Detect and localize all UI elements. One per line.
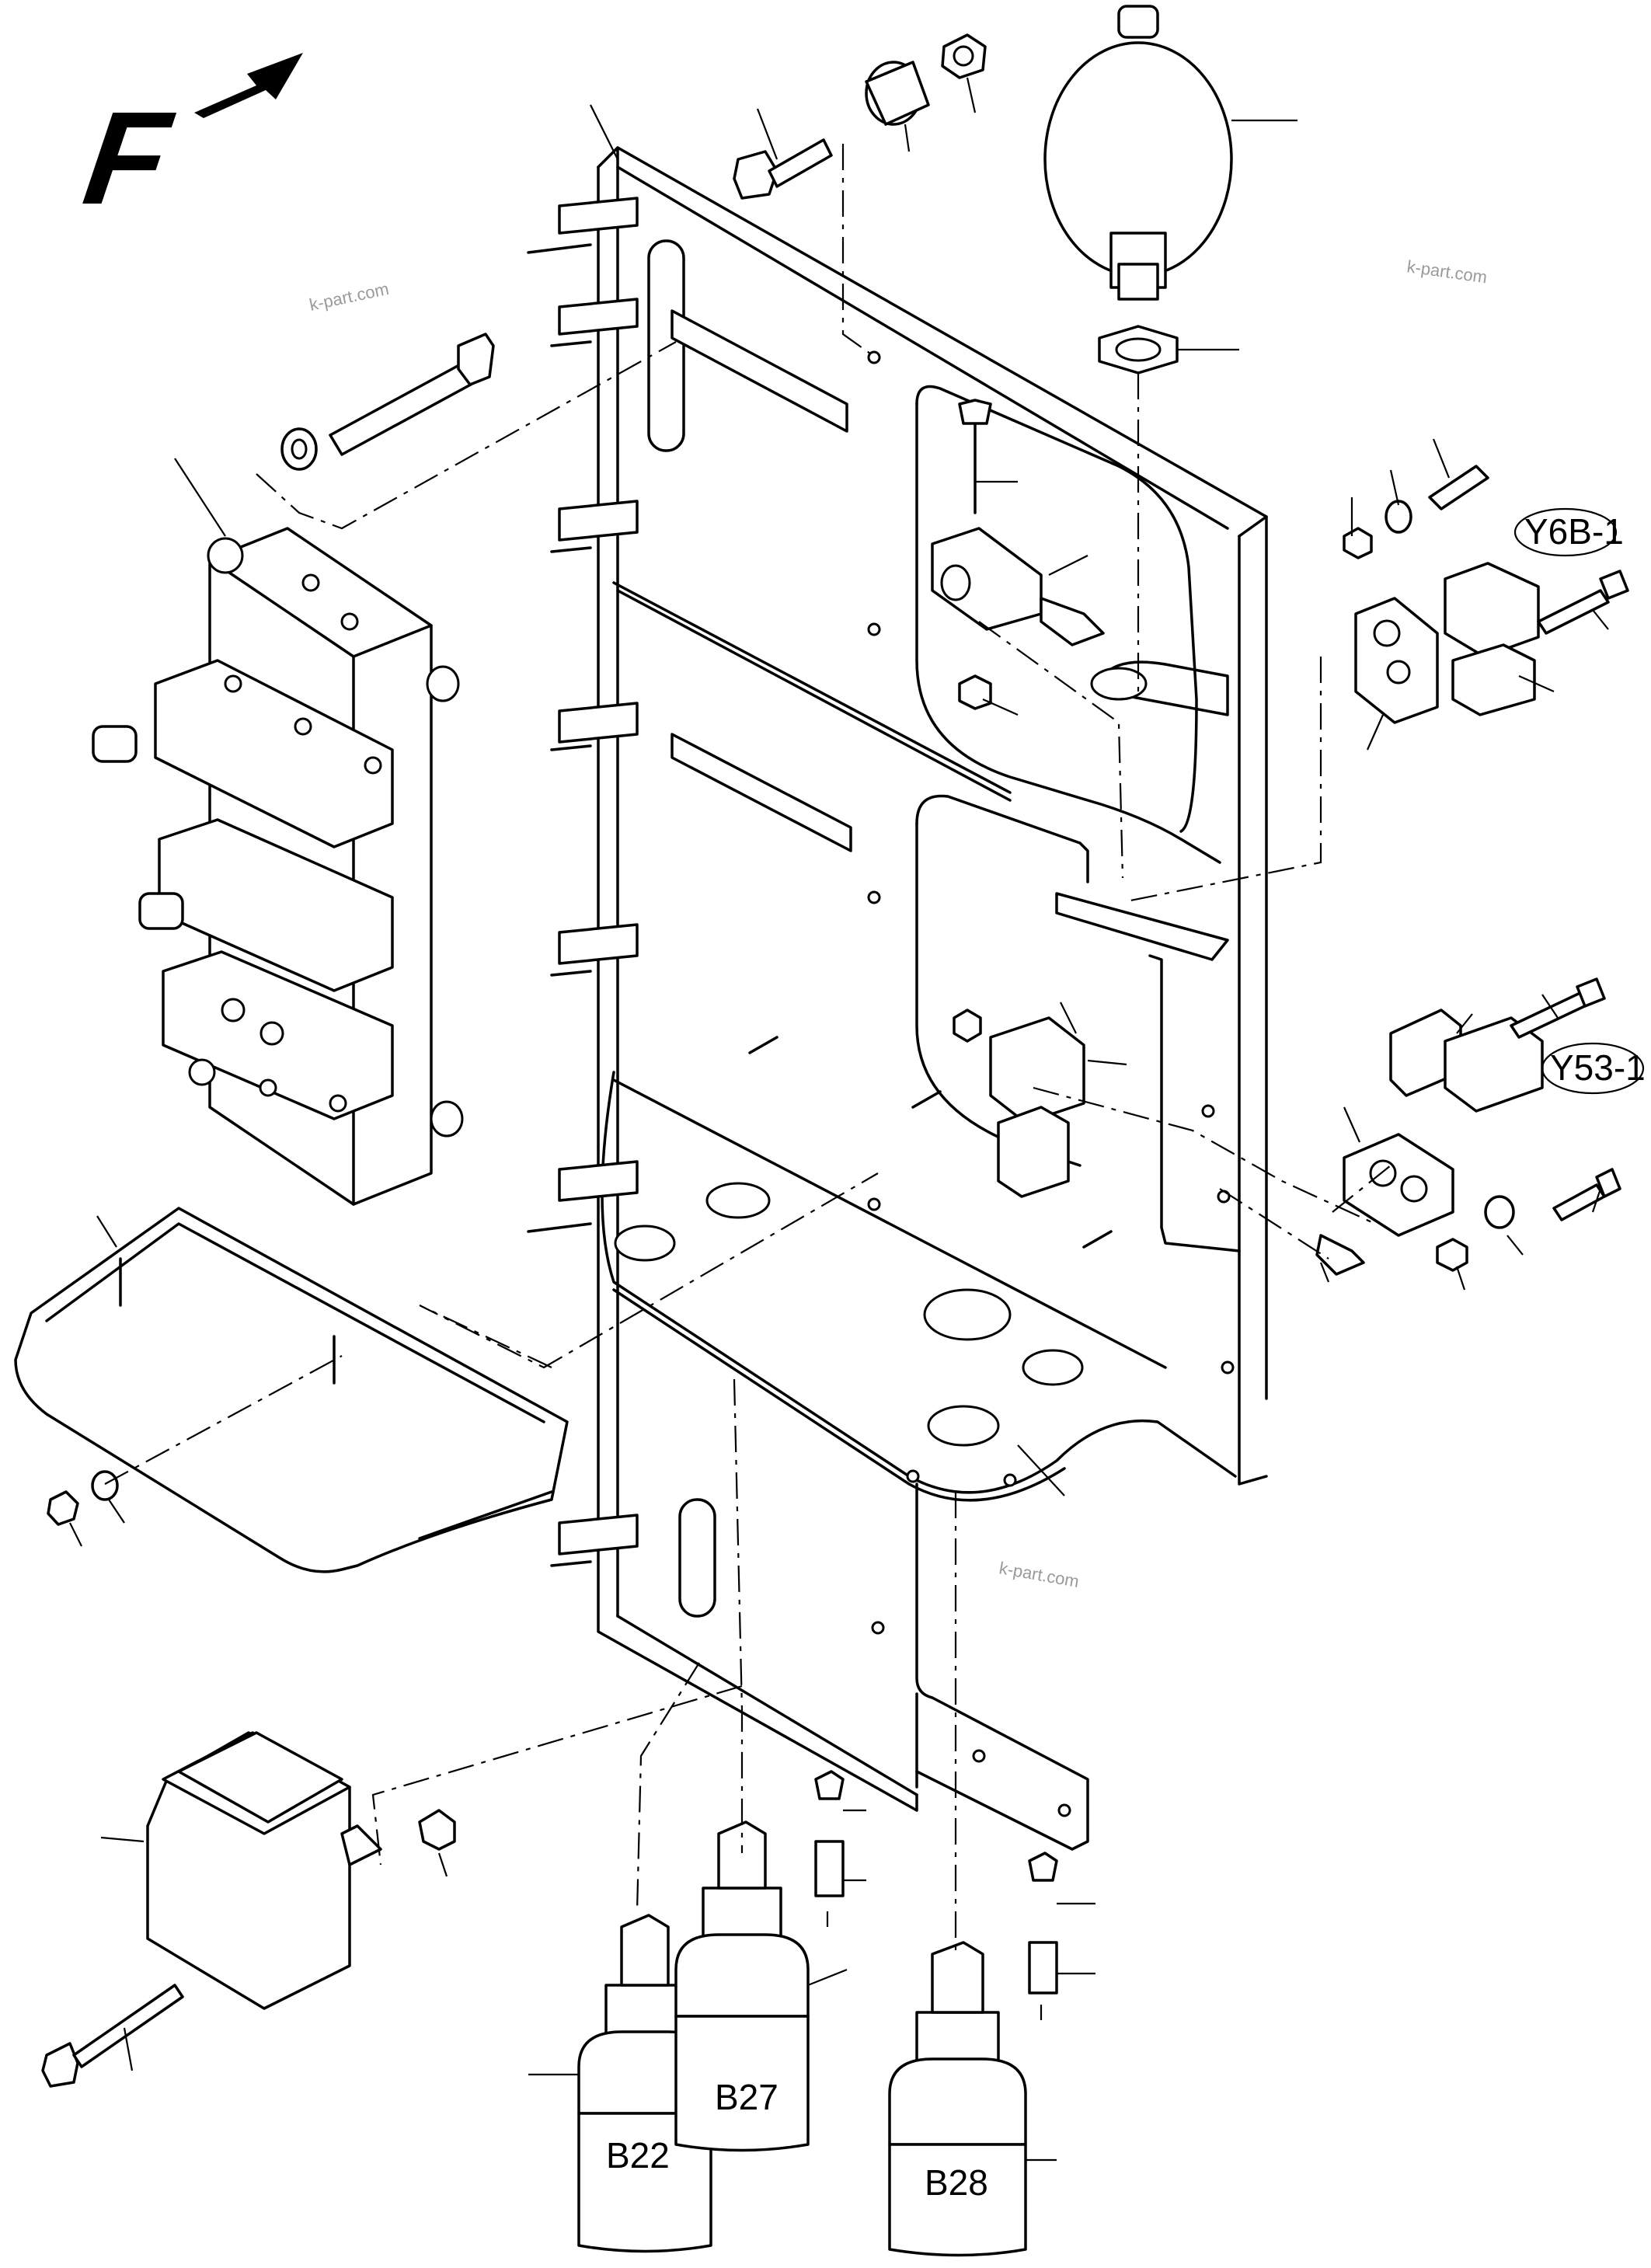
accumulator <box>1043 5 1233 375</box>
forward-arrow-icon <box>194 53 303 118</box>
filter-b27 <box>674 1770 845 2152</box>
assembly-lines <box>104 144 1392 2020</box>
label-b22: B22 <box>606 2135 670 2176</box>
label-y6b: Y6B-1 <box>1524 511 1624 552</box>
long-bolt-washer <box>280 333 495 471</box>
plate-studs <box>748 1036 1113 1249</box>
stud-brackets <box>527 197 639 1567</box>
watermark: k-part.com <box>998 1558 1081 1591</box>
control-valve-block <box>92 527 464 1206</box>
label-b28: B28 <box>925 2162 988 2203</box>
leader-lines <box>69 77 1609 2162</box>
solenoid-valve-y6b <box>1343 465 1629 724</box>
label-y53: Y53-1 <box>1550 1047 1646 1088</box>
mounting-panel <box>597 146 1268 1851</box>
direction-indicator: F <box>76 53 303 232</box>
watermark: k-part.com <box>308 279 391 315</box>
pressure-reducing-valve <box>41 1731 456 2088</box>
label-b27: B27 <box>715 2077 778 2117</box>
callout-y6b: Y6B-1 <box>1513 507 1624 557</box>
pressure-switch-upper <box>931 399 1105 710</box>
watermark: k-part.com <box>1405 256 1488 287</box>
solenoid-valve-center <box>953 1009 1085 1198</box>
callout-y53: Y53-1 <box>1541 1042 1646 1095</box>
tray-plate <box>14 1207 569 1573</box>
direction-label: F <box>76 85 181 232</box>
filter-b28 <box>888 1852 1058 2257</box>
solenoid-valve-y53 <box>1315 977 1621 1276</box>
top-fasteners <box>733 33 987 200</box>
